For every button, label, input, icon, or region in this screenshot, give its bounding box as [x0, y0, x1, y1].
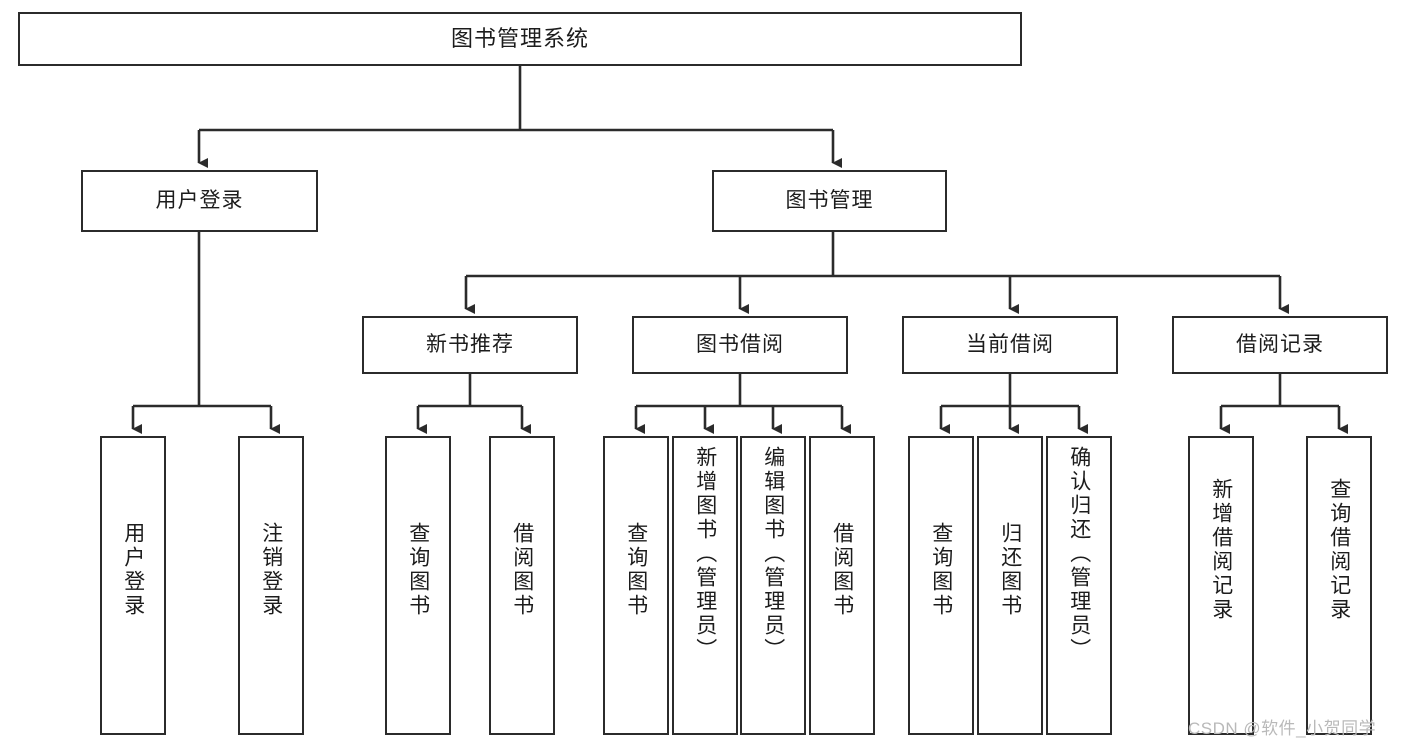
node-leaf-borrow-book-1-label: 借阅图书	[510, 522, 534, 618]
node-leaf-query-book-3[interactable]: 查询图书	[908, 436, 974, 735]
node-leaf-add-record-label: 新增借阅记录	[1209, 478, 1233, 622]
node-leaf-query-book-2-label: 查询图书	[624, 522, 648, 618]
node-leaf-confirm-return-label: 确认归还（管理员）	[1067, 446, 1091, 662]
node-borrow-record[interactable]: 借阅记录	[1172, 316, 1388, 374]
node-leaf-return-book[interactable]: 归还图书	[977, 436, 1043, 735]
node-leaf-edit-book-label: 编辑图书（管理员）	[761, 446, 785, 662]
node-leaf-query-record[interactable]: 查询借阅记录	[1306, 436, 1372, 735]
node-user-login[interactable]: 用户登录	[81, 170, 318, 232]
node-leaf-borrow-book-1[interactable]: 借阅图书	[489, 436, 555, 735]
node-new-book-rec-label: 新书推荐	[426, 333, 514, 357]
node-leaf-query-book-1-label: 查询图书	[406, 522, 430, 618]
node-user-login-label: 用户登录	[155, 189, 244, 213]
node-leaf-borrow-book-2-label: 借阅图书	[830, 522, 854, 618]
node-leaf-add-record[interactable]: 新增借阅记录	[1188, 436, 1254, 735]
node-leaf-query-book-2[interactable]: 查询图书	[603, 436, 669, 735]
node-leaf-add-book[interactable]: 新增图书（管理员）	[672, 436, 738, 735]
node-leaf-add-book-label: 新增图书（管理员）	[693, 446, 717, 662]
node-leaf-query-book-3-label: 查询图书	[929, 522, 953, 618]
node-book-manage[interactable]: 图书管理	[712, 170, 947, 232]
node-book-borrow[interactable]: 图书借阅	[632, 316, 848, 374]
node-leaf-user-login[interactable]: 用户登录	[100, 436, 166, 735]
node-leaf-query-book-1[interactable]: 查询图书	[385, 436, 451, 735]
node-current-borrow-label: 当前借阅	[966, 333, 1054, 357]
node-book-borrow-label: 图书借阅	[696, 333, 784, 357]
node-current-borrow[interactable]: 当前借阅	[902, 316, 1118, 374]
node-leaf-logout-login-label: 注销登录	[259, 522, 283, 618]
node-leaf-borrow-book-2[interactable]: 借阅图书	[809, 436, 875, 735]
csdn-watermark: CSDN @软件_小贺同学	[1188, 719, 1377, 738]
node-leaf-user-login-label: 用户登录	[121, 522, 145, 618]
node-borrow-record-label: 借阅记录	[1236, 333, 1324, 357]
node-book-manage-label: 图书管理	[785, 189, 874, 213]
node-leaf-logout-login[interactable]: 注销登录	[238, 436, 304, 735]
node-leaf-edit-book[interactable]: 编辑图书（管理员）	[740, 436, 806, 735]
node-root[interactable]: 图书管理系统	[18, 12, 1022, 66]
node-new-book-rec[interactable]: 新书推荐	[362, 316, 578, 374]
node-leaf-confirm-return[interactable]: 确认归还（管理员）	[1046, 436, 1112, 735]
node-root-label: 图书管理系统	[450, 25, 589, 51]
node-leaf-query-record-label: 查询借阅记录	[1327, 478, 1351, 622]
node-leaf-return-book-label: 归还图书	[998, 522, 1022, 618]
